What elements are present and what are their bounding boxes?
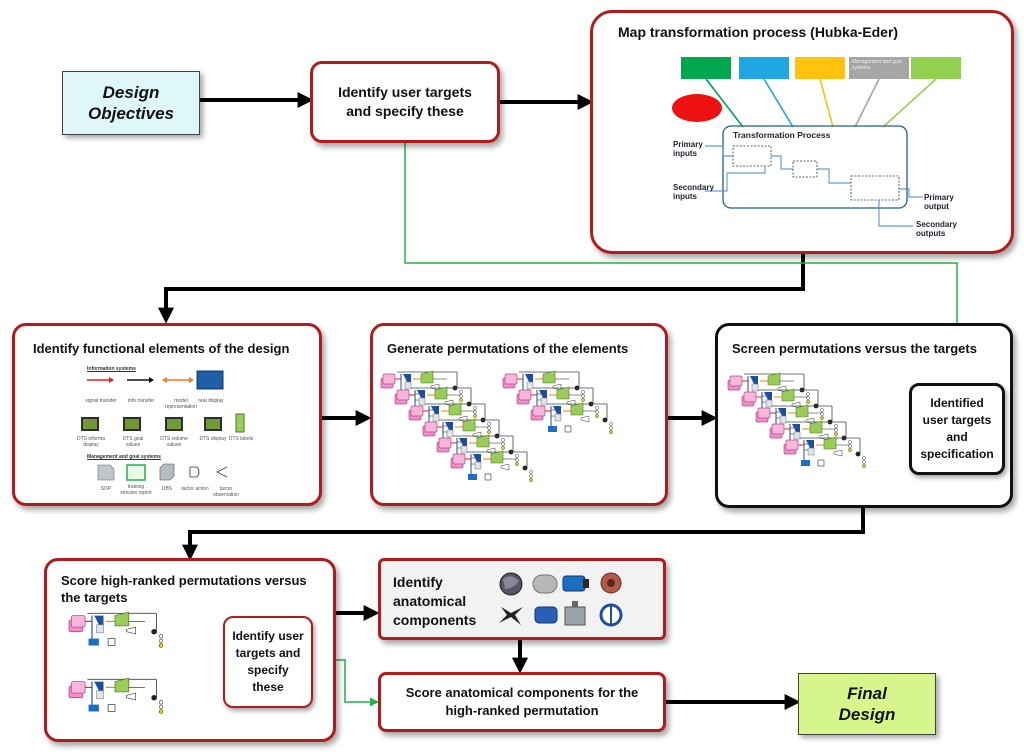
section-management-systems: Management and goal systems <box>87 454 161 460</box>
functional-label-8: DTS labels <box>228 436 254 442</box>
permutation-diagram <box>783 436 866 468</box>
score-high-ranked-title: Score high-ranked permutations versus th… <box>61 573 307 605</box>
identify-functional-node: Identify functional elements of the desi… <box>12 323 322 506</box>
identify-user-targets-label: Identify user targets and specify these <box>338 84 472 119</box>
process-title: Transformation Process <box>733 130 831 140</box>
legend-connector-0 <box>705 78 744 128</box>
permutation-diagram <box>380 370 463 402</box>
functional-label-9: SOP <box>100 486 112 492</box>
pipe-fitting-icon <box>532 574 558 594</box>
legend-connector-3 <box>854 78 880 128</box>
final-design-line2: Design <box>838 705 896 724</box>
map-transformation-node: Map transformation process (Hubka-Eder) … <box>590 10 1014 254</box>
permutation-diagram <box>516 386 599 418</box>
functional-label-4: DTS informa display <box>76 436 106 448</box>
functional-label-0: signal transfer <box>85 398 117 404</box>
functional-label-3: real display <box>198 398 224 404</box>
legend-connector-1 <box>763 78 794 128</box>
valve-icon <box>564 606 586 626</box>
score-anatomical-label: Score anatomical components for the high… <box>405 685 639 718</box>
design-objectives-line2: Objectives <box>88 104 174 123</box>
permutation-diagram <box>394 386 477 418</box>
functional-label-6: DTS volume values <box>160 436 188 448</box>
functional-label-13: tactor observation <box>213 486 239 498</box>
identify-targets-inner-box: Identify user targets and specify these <box>223 616 313 708</box>
green-arrow-targets-to-screen <box>404 143 962 381</box>
secondary-outputs-label: Secondary outputs <box>916 220 957 238</box>
permutation-diagram <box>450 450 533 482</box>
arrow-map-to-functional <box>158 254 805 324</box>
generate-permutations-node: Generate permutations of the elements <box>370 323 668 506</box>
legend-block-3 <box>849 57 909 79</box>
high-ranked-permutation-diagrams <box>68 611 164 714</box>
legend-block-2 <box>795 57 845 79</box>
permutation-diagram <box>68 677 164 714</box>
arrow-screen-to-score <box>182 508 865 561</box>
permutation-diagram <box>408 402 491 434</box>
design-objectives-line1: Design <box>102 83 160 102</box>
functional-label-10: training session report <box>120 484 152 496</box>
functional-icons <box>81 370 245 481</box>
permutation-diagrams <box>380 370 613 482</box>
primary-output-label: Primary output <box>924 193 954 211</box>
legend-block-4 <box>911 57 961 79</box>
map-transformation-title: Map transformation process (Hubka-Eder) <box>618 24 899 40</box>
identify-targets-inner-label: Identify user targets and specify these <box>232 629 304 694</box>
identify-user-targets-node: Identify user targets and specify these <box>310 61 500 143</box>
section-information-systems: Information systems <box>87 366 136 372</box>
motor-pump-icon <box>562 575 586 592</box>
generate-permutations-title: Generate permutations of the elements <box>387 341 629 356</box>
functional-label-7: DTS display <box>199 436 227 442</box>
secondary-inputs-label: Secondary inputs <box>673 183 714 201</box>
propeller-icon <box>499 607 523 625</box>
permutation-diagram <box>741 388 824 420</box>
score-anatomical-node: Score anatomical components for the high… <box>378 672 666 732</box>
legend-block-0 <box>681 57 731 79</box>
screen-permutations-title: Screen permutations versus the targets <box>732 341 977 356</box>
screen-permutations-node: Screen permutations versus the targets I… <box>715 323 1013 508</box>
identified-targets-label: Identified user targets and specificatio… <box>920 396 994 461</box>
legend-connector-2 <box>819 78 834 128</box>
final-design-line1: Final <box>847 684 887 703</box>
component-images <box>499 572 623 627</box>
screened-permutation-diagrams <box>727 372 866 468</box>
final-design-node: Final Design <box>798 673 936 735</box>
functional-label-12: tactor action <box>181 486 209 492</box>
identify-functional-title: Identify functional elements of the desi… <box>33 341 290 356</box>
functional-label-1: info transfer <box>127 398 155 404</box>
functional-label-2: model representation <box>165 398 197 410</box>
permutation-diagram <box>68 611 164 648</box>
legend-connector-4 <box>882 78 937 128</box>
functional-label-5: DTS goal values <box>122 436 144 448</box>
transformation-process-frame <box>722 125 908 209</box>
identify-anatomical-node: Identify anatomical components <box>378 558 666 640</box>
legend-block-1 <box>739 57 789 79</box>
blue-pump-icon <box>534 606 558 624</box>
primary-inputs-label: Primary inputs <box>673 140 703 158</box>
design-objectives-node: Design Objectives <box>62 71 200 135</box>
legend-gray-text: Management and goal systems <box>852 59 902 71</box>
functional-label-11: DBS <box>161 486 173 492</box>
hubka-eder-diagram <box>672 57 961 227</box>
red-circle <box>672 94 722 122</box>
permutation-diagram <box>530 402 613 434</box>
score-high-ranked-node: Score high-ranked permutations versus th… <box>44 558 336 742</box>
identify-anatomical-title: Identify anatomical components <box>393 574 477 628</box>
identified-targets-box: Identified user targets and specificatio… <box>909 383 1005 475</box>
